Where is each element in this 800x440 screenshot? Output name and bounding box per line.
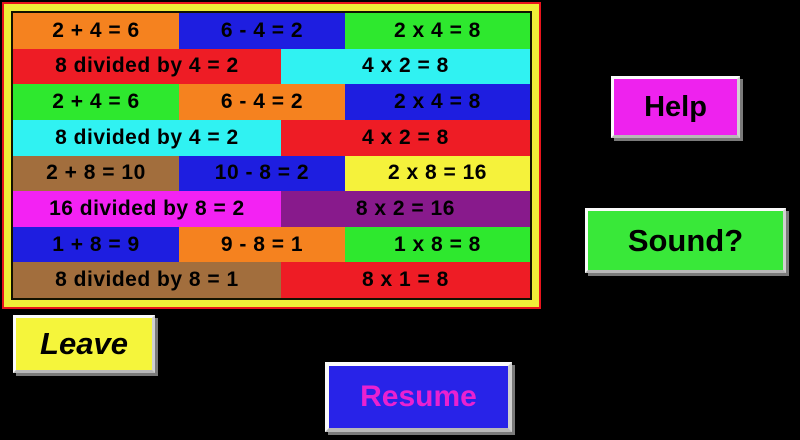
equation-cell[interactable]: 2 + 4 = 6: [13, 84, 179, 120]
equation-cell[interactable]: 8 x 2 = 16: [280, 191, 530, 227]
help-button[interactable]: Help: [611, 76, 740, 138]
equation-cell[interactable]: 2 + 8 = 10: [13, 155, 179, 192]
equation-cell[interactable]: 2 x 4 = 8: [344, 84, 530, 120]
equation-cell[interactable]: 8 divided by 4 = 2: [13, 48, 281, 85]
equation-cell[interactable]: 6 - 4 = 2: [178, 13, 345, 49]
equation-cell[interactable]: 6 - 4 = 2: [178, 84, 345, 120]
equation-cell[interactable]: 4 x 2 = 8: [280, 48, 530, 85]
equation-cell[interactable]: 8 x 1 = 8: [280, 262, 530, 298]
sound-toggle-button[interactable]: Sound?: [585, 208, 786, 273]
equation-cell[interactable]: 16 divided by 8 = 2: [13, 191, 281, 227]
equation-cell[interactable]: 1 x 8 = 8: [344, 226, 530, 263]
equation-cell[interactable]: 10 - 8 = 2: [178, 155, 345, 192]
equation-cell[interactable]: 2 x 8 = 16: [344, 155, 530, 192]
equation-cell[interactable]: 4 x 2 = 8: [280, 119, 530, 156]
equation-cell[interactable]: 2 x 4 = 8: [344, 13, 530, 49]
equation-cell[interactable]: 8 divided by 4 = 2: [13, 119, 281, 156]
leave-button[interactable]: Leave: [13, 315, 155, 373]
resume-button[interactable]: Resume: [325, 362, 512, 432]
equation-cell[interactable]: 9 - 8 = 1: [178, 226, 345, 263]
equation-cell[interactable]: 8 divided by 8 = 1: [13, 262, 281, 298]
equation-cell[interactable]: 1 + 8 = 9: [13, 226, 179, 263]
equation-cell[interactable]: 2 + 4 = 6: [13, 13, 179, 49]
